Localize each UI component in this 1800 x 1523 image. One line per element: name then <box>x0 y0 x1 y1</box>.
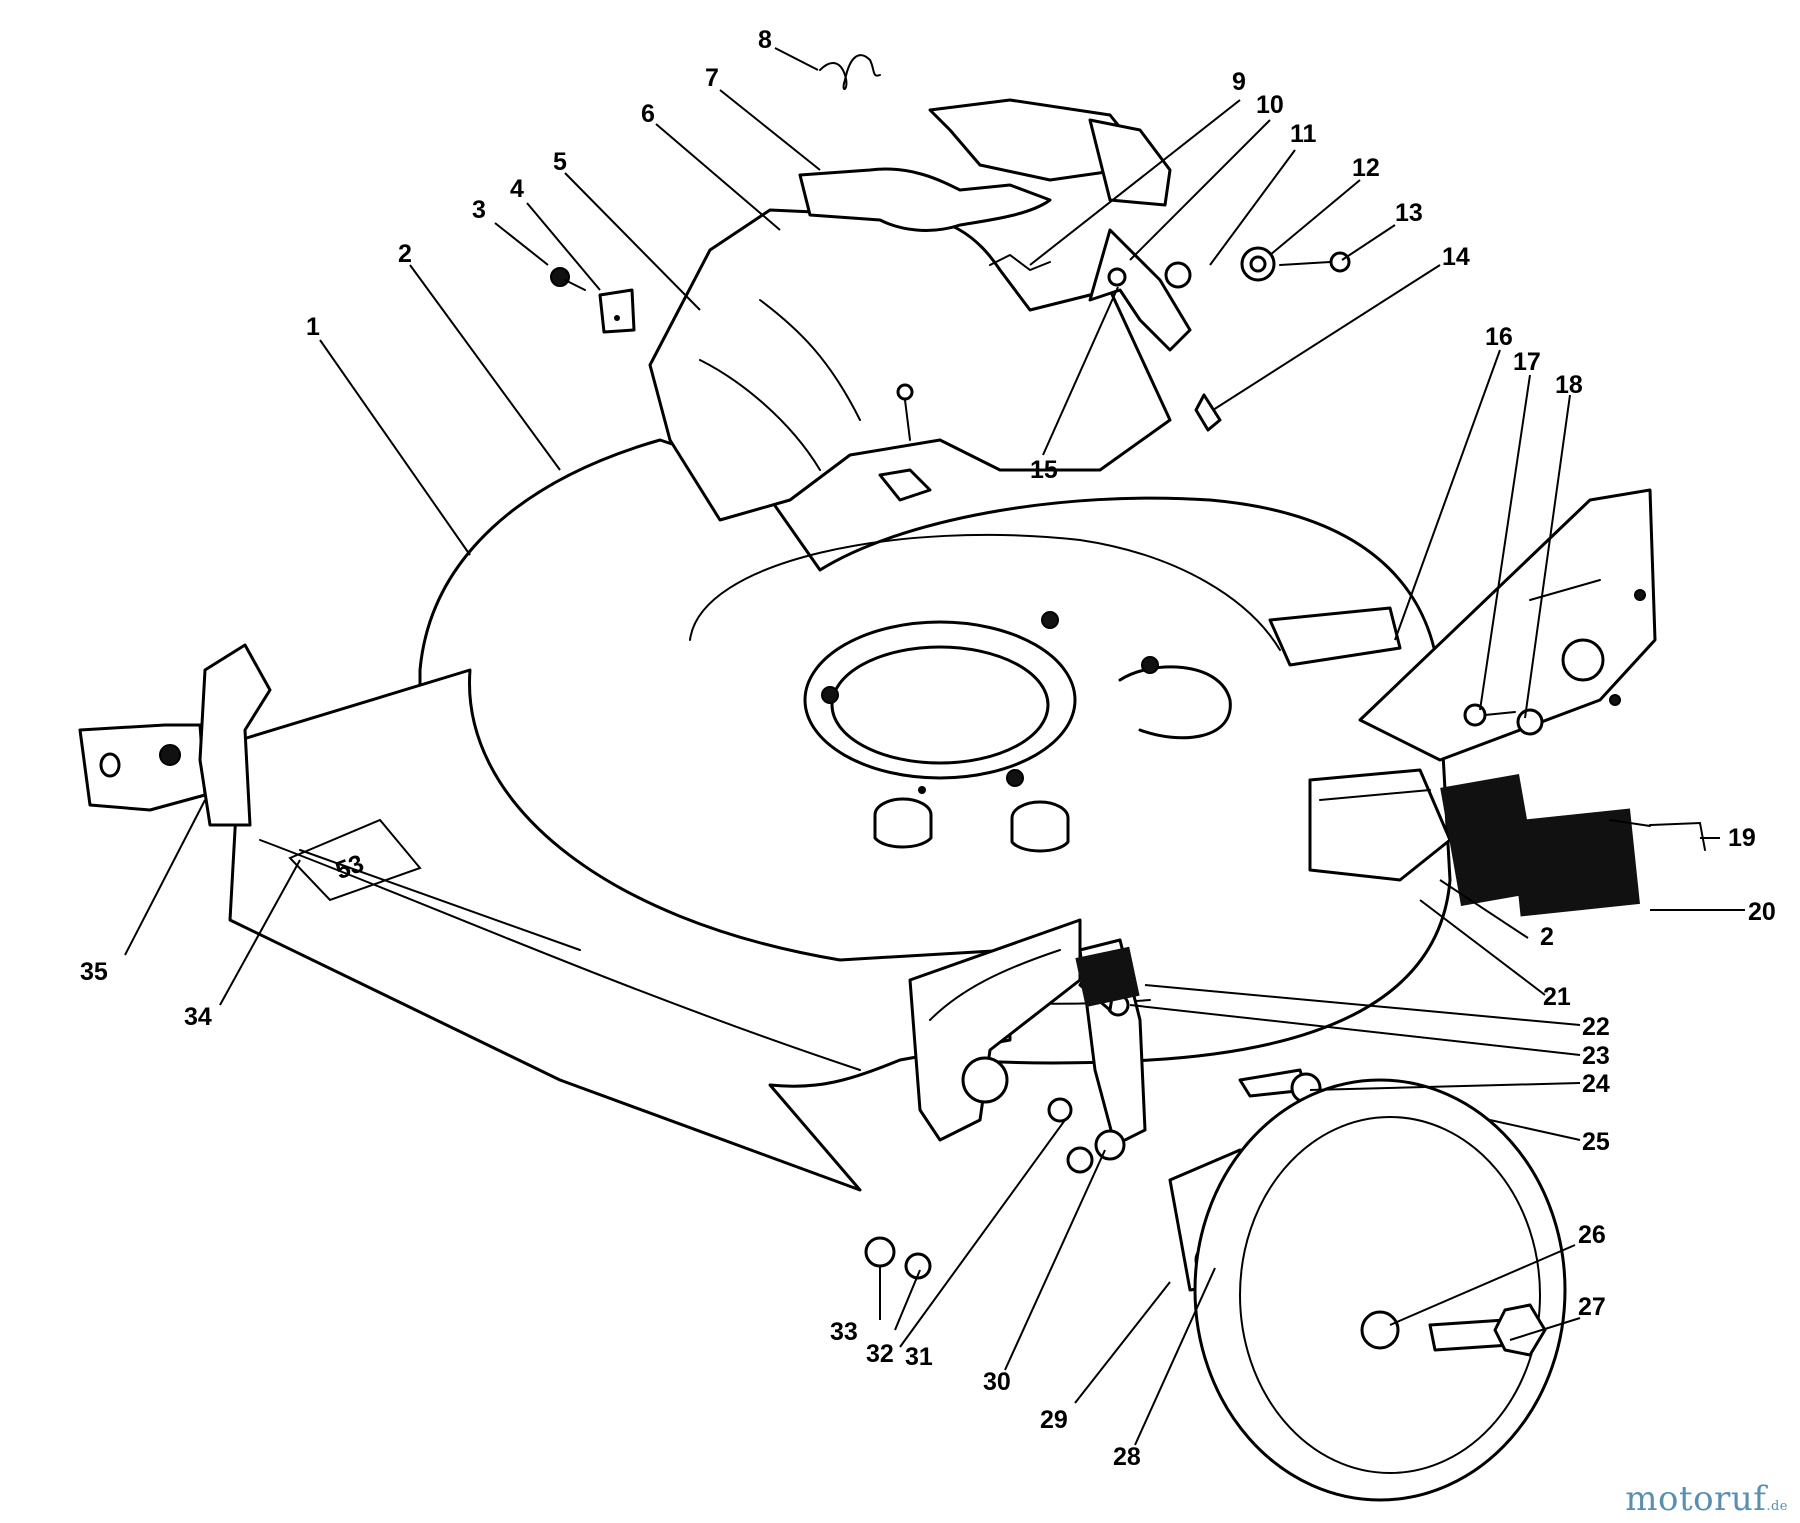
callout-27: 27 <box>1578 1293 1606 1321</box>
callout-29: 29 <box>1040 1406 1068 1434</box>
callout-8: 8 <box>758 26 772 54</box>
callout-22: 22 <box>1582 1013 1610 1041</box>
discharge-shroud <box>648 208 1172 522</box>
height-link <box>896 228 1351 441</box>
callout-3: 3 <box>472 196 486 224</box>
handle-grip <box>798 98 1172 232</box>
callout-28: 28 <box>1113 1443 1141 1471</box>
callout-11: 11 <box>1290 120 1317 148</box>
callout-30: 30 <box>983 1368 1011 1396</box>
callout-26: 26 <box>1578 1221 1606 1249</box>
wheel <box>1193 1078 1567 1502</box>
front-skirt: 53 <box>228 668 1012 1192</box>
callout-17: 17 <box>1513 348 1541 376</box>
bracket-small <box>598 288 636 334</box>
leader-lines <box>124 47 1745 1446</box>
callout-18: 18 <box>1555 371 1583 399</box>
callout-12: 12 <box>1352 154 1380 182</box>
callout-2-rear: 2 <box>1540 923 1554 951</box>
callout-2: 2 <box>398 240 412 268</box>
callout-32: 32 <box>866 1340 894 1368</box>
callout-labels: 1 2 3 4 5 6 7 8 9 10 11 12 13 14 15 16 1… <box>80 26 1776 1471</box>
callout-9: 9 <box>1232 68 1246 96</box>
callout-35: 35 <box>80 958 108 986</box>
callout-15: 15 <box>1030 456 1058 484</box>
watermark-text: motoruf <box>1625 1479 1767 1519</box>
callout-33: 33 <box>830 1318 858 1346</box>
callout-5: 5 <box>553 148 567 176</box>
mower-deck <box>418 438 1452 1065</box>
wire-part-8 <box>819 54 881 90</box>
callout-31: 31 <box>905 1343 933 1371</box>
front-adjuster-lever <box>1075 938 1147 1147</box>
front-height-plate <box>908 918 1082 1142</box>
callout-14: 14 <box>1442 243 1470 271</box>
watermark-domain: .de <box>1766 1499 1788 1514</box>
callout-34: 34 <box>184 1003 212 1031</box>
callout-10: 10 <box>1256 91 1284 119</box>
callout-13: 13 <box>1395 199 1423 227</box>
callout-4: 4 <box>510 175 524 203</box>
callout-25: 25 <box>1582 1128 1610 1156</box>
callout-24: 24 <box>1582 1070 1610 1098</box>
callout-23: 23 <box>1582 1042 1610 1070</box>
front-axle-bracket <box>78 643 272 827</box>
callout-20: 20 <box>1748 898 1776 926</box>
watermark-logo: motoruf.de <box>1625 1479 1788 1519</box>
callout-16: 16 <box>1485 323 1513 351</box>
hardware-nuts <box>864 1068 1322 1280</box>
rear-deflector-door <box>1308 768 1640 917</box>
screw-3 <box>550 267 586 291</box>
rear-height-plate <box>1358 488 1657 762</box>
callout-7: 7 <box>705 64 719 92</box>
callout-6: 6 <box>641 100 655 128</box>
callout-1: 1 <box>306 313 320 341</box>
callout-19: 19 <box>1728 824 1756 852</box>
callout-21: 21 <box>1543 983 1571 1011</box>
